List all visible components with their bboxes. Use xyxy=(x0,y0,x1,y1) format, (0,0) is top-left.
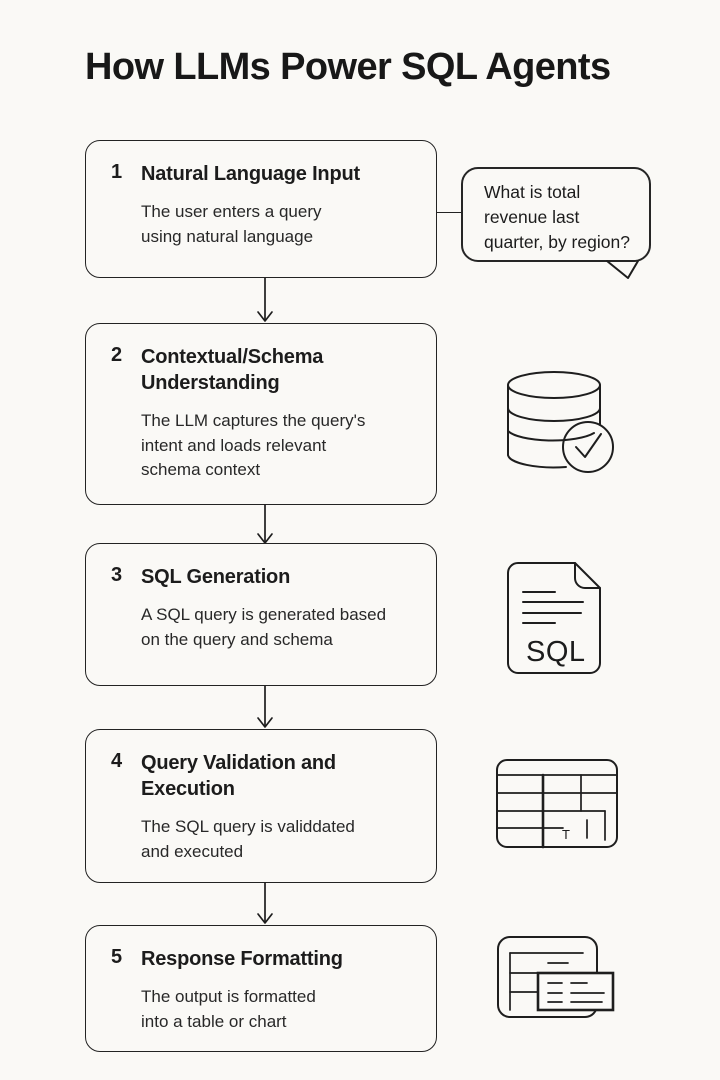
flow-arrow-down xyxy=(257,278,273,322)
step-title: SQL Generation xyxy=(141,566,291,588)
step-box-natural-language-input: 1 Natural Language Input The user enters… xyxy=(85,140,437,278)
step-number: 4 xyxy=(111,750,123,772)
step-description: The output is formatted into a table or … xyxy=(141,987,316,1031)
sql-document-icon: SQL xyxy=(507,562,601,674)
step-header: 5 Response Formatting xyxy=(111,946,418,972)
flow-arrow-down xyxy=(257,686,273,728)
speech-bubble: What is total revenue last quarter, by r… xyxy=(461,167,651,262)
step-description: The SQL query is validdated and executed xyxy=(141,817,355,861)
bubble-connector-line xyxy=(437,212,462,213)
results-table-icon: T xyxy=(496,759,618,849)
step-number: 2 xyxy=(111,344,123,366)
step-box-sql-generation: 3 SQL Generation A SQL query is generate… xyxy=(85,543,437,686)
step-number: 3 xyxy=(111,564,123,586)
table-chart-report-icon xyxy=(497,936,615,1018)
step-header: 4 Query Validation and Execution xyxy=(111,750,418,802)
speech-bubble-tail xyxy=(606,260,639,279)
step-header: 1 Natural Language Input xyxy=(111,161,418,187)
step-description: The user enters a query using natural la… xyxy=(141,202,322,246)
step-box-contextual-schema-understanding: 2 Contextual/Schema Understanding The LL… xyxy=(85,323,437,505)
step-number: 5 xyxy=(111,946,123,968)
step-description: A SQL query is generated based on the qu… xyxy=(141,605,387,649)
database-with-checkmark-icon xyxy=(507,371,614,473)
flow-arrow-down xyxy=(257,504,273,544)
step-title: Natural Language Input xyxy=(141,163,360,185)
step-number: 1 xyxy=(111,161,123,183)
step-title: Response Formatting xyxy=(141,948,343,970)
step-box-response-formatting: 5 Response Formatting The output is form… xyxy=(85,925,437,1052)
page-title: How LLMs Power SQL Agents xyxy=(85,46,611,88)
step-description: The LLM captures the query's intent and … xyxy=(141,411,366,480)
step-box-query-validation-execution: 4 Query Validation and Execution The SQL… xyxy=(85,729,437,883)
step-header: 3 SQL Generation xyxy=(111,564,418,590)
step-title: Query Validation and Execution xyxy=(141,752,336,800)
step-header: 2 Contextual/Schema Understanding xyxy=(111,344,418,396)
step-title: Contextual/Schema Understanding xyxy=(141,346,324,394)
sql-document-label: SQL xyxy=(526,636,586,668)
table-glyph: T xyxy=(562,827,570,842)
flow-arrow-down xyxy=(257,882,273,924)
